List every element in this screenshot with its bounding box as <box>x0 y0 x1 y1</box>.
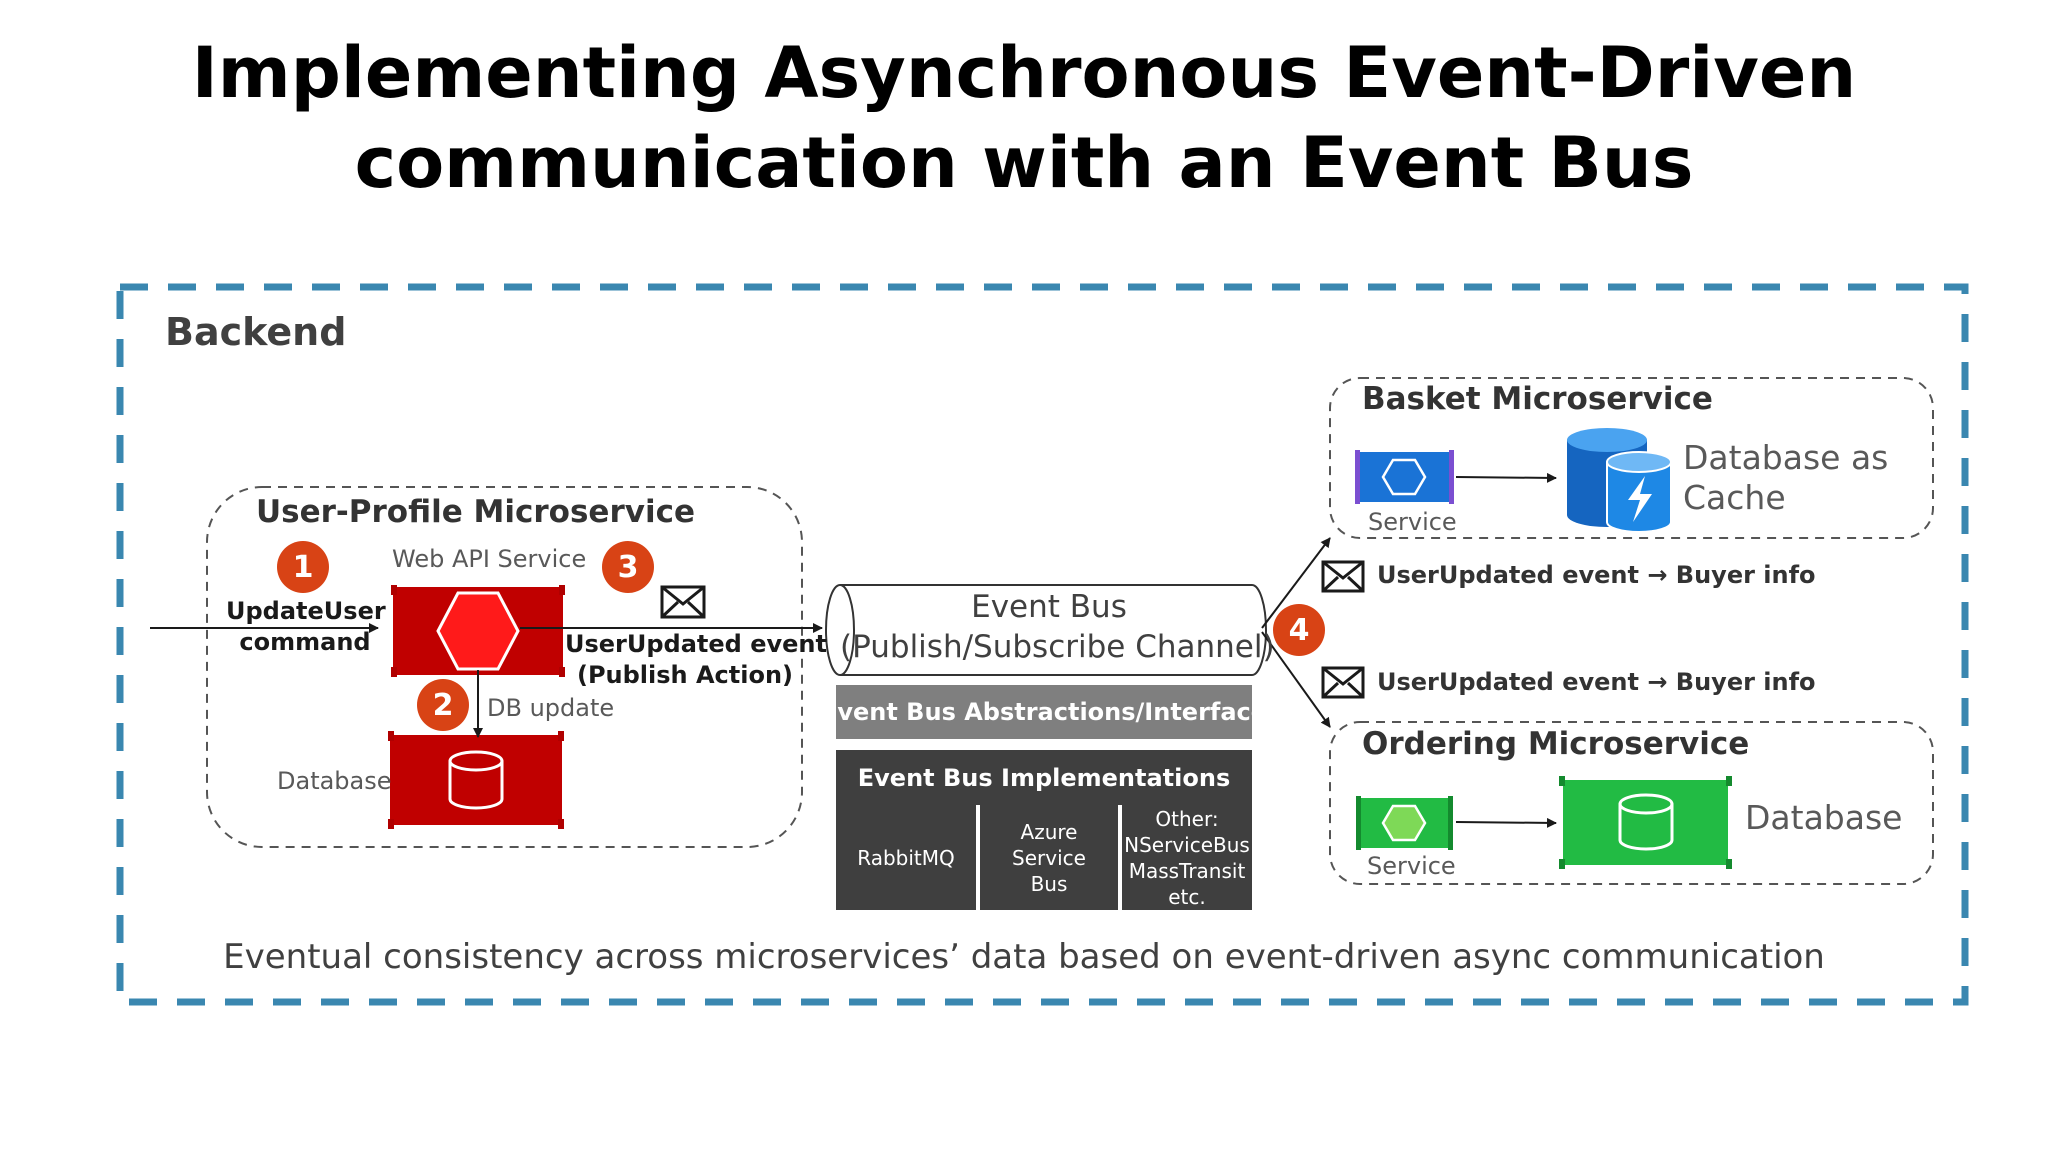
ordering-title: Ordering Microservice <box>1362 726 1750 762</box>
cache-db-line-1: Database as <box>1683 438 1889 477</box>
cache-database-icon <box>1567 428 1672 533</box>
impl-azure-line-1: Azure <box>1020 819 1078 844</box>
ordering-event-label: UserUpdated event → Buyer info <box>1377 668 1816 696</box>
user-profile-database-label: Database <box>277 767 392 795</box>
step-4-badge: 4 <box>1273 604 1325 656</box>
basket-container <box>1329 377 1934 539</box>
impl-rabbitmq: RabbitMQ <box>836 805 976 910</box>
basket-title: Basket Microservice <box>1362 381 1713 417</box>
basket-service-icon <box>1355 450 1454 504</box>
impl-azure-service-bus: Azure Service Bus <box>980 805 1118 910</box>
impl-azure-line-3: Bus <box>1030 871 1068 896</box>
ordering-message-icon <box>1321 666 1365 699</box>
basket-service-label: Service <box>1368 508 1457 536</box>
title-line-1: Implementing Asynchronous Event-Driven <box>191 32 1857 114</box>
update-user-command-label: UpdateUser command <box>226 596 386 658</box>
db-update-label: DB update <box>487 694 615 722</box>
impl-other-line-4: etc. <box>1168 884 1206 909</box>
cache-database-label: Database as Cache <box>1683 438 1888 518</box>
user-profile-database-icon <box>388 731 564 829</box>
user-profile-title: User-Profile Microservice <box>256 494 695 530</box>
ordering-container <box>1329 721 1934 885</box>
footer-caption: Eventual consistency across microservice… <box>223 937 1825 977</box>
publish-message-icon <box>660 585 706 619</box>
event-bus-line-2: (Publish/Subscribe Channel) <box>840 629 1275 665</box>
basket-message-icon <box>1321 560 1365 593</box>
ordering-database-label: Database <box>1745 798 1903 837</box>
command-line-1: UpdateUser <box>226 597 386 625</box>
basket-service-to-db-arrow <box>1455 472 1557 483</box>
ordering-database-icon <box>1559 776 1732 869</box>
to-ordering-arrow <box>1261 631 1331 728</box>
event-bus-abstractions: Event Bus Abstractions/Interface <box>821 685 1267 739</box>
impl-other-line-1: Other: <box>1155 806 1219 831</box>
user-profile-container <box>206 486 803 848</box>
event-bus-label: Event Bus (Publish/Subscribe Channel) <box>840 587 1275 667</box>
to-basket-arrow <box>1261 537 1331 629</box>
title-line-2: communication with an Event Bus <box>354 122 1694 204</box>
ordering-service-icon <box>1356 796 1453 850</box>
step-2-badge: 2 <box>417 679 469 731</box>
event-bus-line-1: Event Bus <box>971 589 1127 625</box>
ordering-service-to-db-arrow <box>1455 817 1557 828</box>
step-3-badge: 3 <box>602 541 654 593</box>
publish-action-label: UserUpdated event (Publish Action) <box>565 629 827 691</box>
backend-container <box>116 283 1969 1006</box>
ordering-service-label: Service <box>1367 852 1456 880</box>
slide-title: Implementing Asynchronous Event-Driven c… <box>0 28 2048 208</box>
event-bus-implementations-title: Event Bus Implementations <box>836 750 1252 805</box>
impl-other-line-2: NServiceBus <box>1124 832 1250 857</box>
impl-other-line-3: MassTransit <box>1128 858 1246 883</box>
web-api-service-label: Web API Service <box>392 545 587 573</box>
command-line-2: command <box>239 628 371 656</box>
backend-label: Backend <box>165 310 347 354</box>
step-1-badge: 1 <box>277 541 329 593</box>
publish-line-1: UserUpdated event <box>565 630 827 658</box>
cache-db-line-2: Cache <box>1683 478 1786 517</box>
impl-other: Other: NServiceBus MassTransit etc. <box>1122 805 1252 910</box>
web-api-service-icon <box>391 585 565 677</box>
impl-azure-line-2: Service <box>1012 845 1086 870</box>
publish-line-2: (Publish Action) <box>576 661 794 689</box>
event-bus-pipe <box>825 584 1267 676</box>
basket-event-label: UserUpdated event → Buyer info <box>1377 561 1816 589</box>
